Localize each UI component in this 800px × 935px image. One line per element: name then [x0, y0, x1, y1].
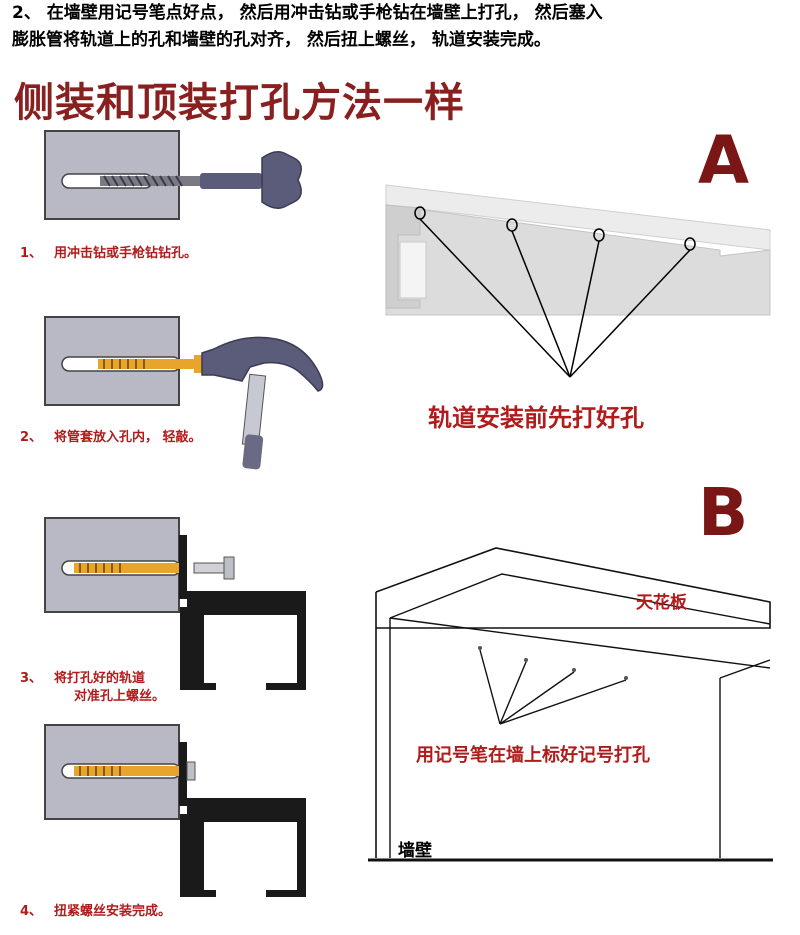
- ceiling-soffit: [389, 573, 771, 625]
- anchor-sleeve: [98, 359, 194, 369]
- drill-shaft: [200, 173, 262, 189]
- section-a-rail-illustration: [385, 184, 771, 378]
- drill-handle: [261, 151, 302, 209]
- hammer-head: [201, 336, 324, 392]
- step-4-text: 扭紧螺丝安装完成。: [54, 904, 172, 919]
- intro-text: 2、 在墙壁用记号笔点好点， 然后用冲击钻或手枪钻在墙壁上打孔， 然后塞入 膨胀…: [12, 0, 797, 54]
- section-a-letter: A: [698, 122, 750, 199]
- rail-profile: [179, 742, 306, 897]
- ceiling-label: 天花板: [636, 593, 687, 613]
- intro-line-1: 2、 在墙壁用记号笔点好点， 然后用冲击钻或手枪钻在墙壁上打孔， 然后塞入: [12, 3, 603, 23]
- step-1-text: 用冲击钻或手枪钻钻孔。: [54, 246, 198, 261]
- wall-label: 墙壁: [398, 841, 432, 861]
- screw-shaft: [193, 562, 225, 574]
- rail-slot: [399, 241, 427, 299]
- step-4-caption: 4、扭紧螺丝安装完成。: [20, 903, 171, 921]
- step-4-illustration: [44, 724, 306, 897]
- step-2-text: 将管套放入孔内， 轻敲。: [54, 430, 202, 445]
- step-4-number: 4、: [20, 904, 43, 919]
- step-3-caption: 3、将打孔好的轨道: [20, 670, 145, 688]
- step-1-number: 1、: [20, 246, 43, 261]
- anchor-sleeve: [74, 563, 186, 573]
- step-1-caption: 1、用冲击钻或手枪钻钻孔。: [20, 245, 197, 263]
- section-b-caption: 用记号笔在墙上标好记号打孔: [416, 745, 650, 766]
- section-b-room-illustration: [368, 547, 773, 862]
- mark-leader-lines: [479, 649, 627, 725]
- step-3-text: 将打孔好的轨道: [54, 671, 146, 686]
- section-a-caption: 轨道安装前先打好孔: [428, 404, 644, 432]
- hammer-grip: [242, 434, 264, 470]
- mark-point-1: [478, 646, 482, 650]
- step-2-number: 2、: [20, 430, 43, 445]
- ceiling-bottom-edge: [389, 617, 771, 669]
- intro-line-2: 膨胀管将轨道上的孔和墙壁的孔对齐， 然后扭上螺丝， 轨道安装完成。: [12, 30, 551, 50]
- mark-point-4: [624, 676, 628, 680]
- screw-head: [186, 761, 196, 781]
- mark-point-3: [572, 668, 576, 672]
- drill-bit: [100, 176, 200, 186]
- step-2-illustration: [44, 316, 324, 470]
- step-2-caption: 2、将管套放入孔内， 轻敲。: [20, 429, 202, 447]
- mark-point-2: [524, 658, 528, 662]
- step-1-illustration: [44, 130, 302, 220]
- step-3-illustration: [44, 517, 306, 690]
- screw-head: [223, 556, 235, 580]
- page-heading: 侧装和顶装打孔方法一样: [14, 80, 465, 126]
- section-b-letter: B: [698, 474, 749, 551]
- anchor-flange: [194, 355, 202, 373]
- rail-front-face: [385, 204, 771, 316]
- ceiling-inner-edge: [719, 659, 771, 679]
- leader-lines: [419, 218, 691, 378]
- ceiling-outline: [375, 547, 771, 629]
- rail-end-profile: [385, 204, 421, 309]
- step-3-number: 3、: [20, 671, 43, 686]
- rail-profile: [179, 535, 306, 690]
- anchor-sleeve: [74, 766, 186, 776]
- step-3-caption-line-2: 对准孔上螺丝。: [74, 689, 166, 704]
